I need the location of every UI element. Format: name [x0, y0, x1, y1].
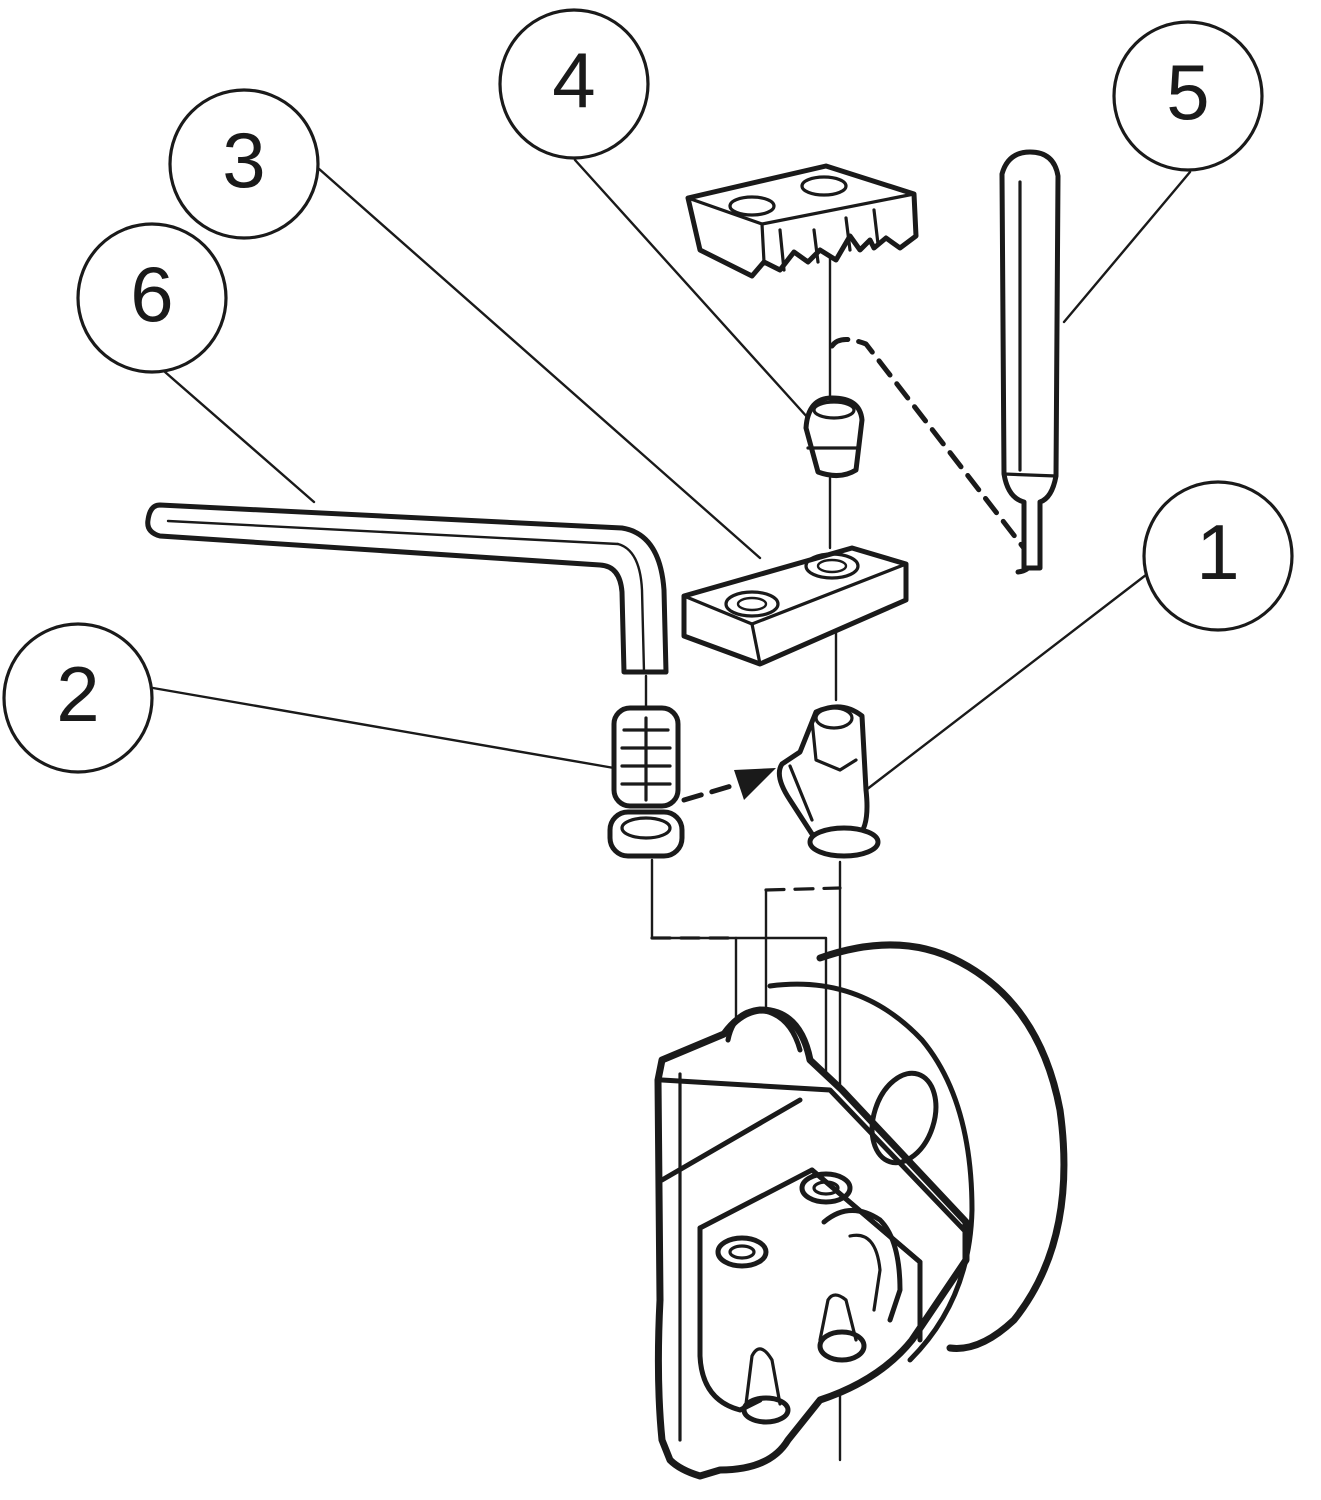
leader-line-3 [316, 166, 762, 560]
leader-line-1 [864, 556, 1170, 792]
leader-line-2 [151, 686, 616, 770]
callout-4: 4 [498, 8, 650, 160]
arrow-head [734, 768, 776, 800]
top-clamp-block [685, 163, 919, 279]
hex-key-wrench [145, 502, 669, 675]
callout-label-4: 4 [552, 36, 595, 124]
spring-pin-part [607, 705, 685, 859]
shim-plate-part [681, 545, 909, 667]
callout-label-3: 3 [222, 116, 265, 204]
callout-3: 3 [168, 88, 320, 240]
callout-label-2: 2 [56, 650, 99, 738]
callout-label-5: 5 [1166, 48, 1209, 136]
callout-label-1: 1 [1196, 508, 1239, 596]
callout-5: 5 [1112, 20, 1264, 172]
callout-6: 6 [76, 222, 228, 374]
tool-holder-body [654, 941, 1068, 1480]
clamp-lever-part [734, 704, 881, 859]
callout-label-6: 6 [130, 250, 173, 338]
leader-line-5 [1062, 170, 1192, 324]
screw-part [803, 395, 865, 478]
callout-2: 2 [2, 622, 154, 774]
leader-line-6 [163, 370, 316, 504]
callout-1: 1 [1142, 480, 1294, 632]
pin-punch-tool [999, 149, 1061, 571]
leader-lines [151, 158, 1192, 792]
leader-line-4 [573, 158, 810, 420]
